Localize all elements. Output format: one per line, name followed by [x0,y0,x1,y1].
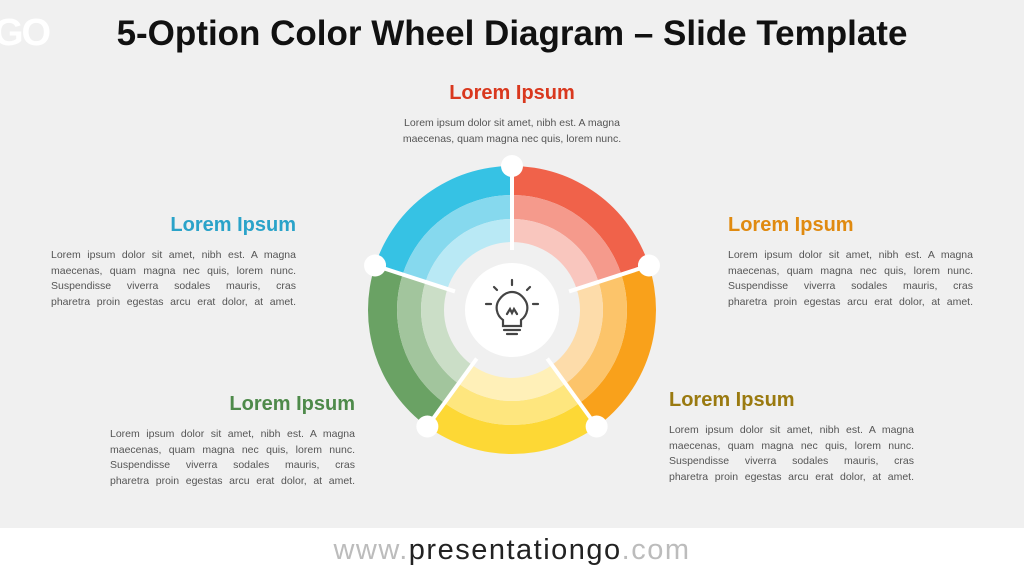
wheel-separator [545,357,600,430]
logo-fragment: GO [0,12,51,54]
color-wheel-diagram [364,155,660,454]
wheel-node-dot [364,254,387,277]
lightbulb-icon [484,278,540,336]
center-circle [465,263,559,357]
wheel-segment-green-ring-2 [397,274,459,404]
option-3-text: Lorem ipsum dolor sit amet, nibh est. A … [669,423,914,485]
wheel-segment-yellow-ring-1 [427,403,597,454]
footer-url-prefix: www. [333,534,409,566]
option-5-text: Lorem ipsum dolor sit amet, nibh est. A … [51,248,296,310]
wheel-segment-blue-ring-3 [425,219,512,289]
wheel-segment-green-ring-3 [421,281,473,384]
option-3-line-3: Suspendisse viverra sodales mauris, cras [669,455,914,467]
option-5-line-3: Suspendisse viverra sodales mauris, cras [51,280,296,292]
footer-url-suffix: .com [621,534,691,566]
wheel-separator [568,262,652,294]
option-1-heading: Lorem Ipsum [449,82,575,104]
option-1-line-1: Lorem ipsum dolor sit amet, nibh est. A … [404,117,620,129]
option-2-line-1: Lorem ipsum dolor sit amet, nibh est. A … [728,249,973,261]
option-4-line-3: Suspendisse viverra sodales mauris, cras [110,459,355,471]
wheel-segment-yellow-ring-2 [444,383,580,425]
option-3-heading: Lorem Ipsum [669,389,795,411]
wheel-segment-orange-ring-2 [565,274,627,404]
option-2-heading: Lorem Ipsum [728,214,854,236]
option-5-line-1: Lorem ipsum dolor sit amet, nibh est. A … [51,249,296,261]
wheel-segment-blue-ring-2 [402,195,512,282]
wheel-segment-yellow-ring-3 [458,365,566,402]
option-4-line-2: maecenas, quam magna nec quis, lorem nun… [110,443,355,456]
option-2-line-2: maecenas, quam magna nec quis, lorem nun… [728,264,973,277]
wheel-segment-green-ring-1 [368,265,445,427]
option-1-line-2: maecenas, quam magna nec quis, lorem nun… [402,132,622,145]
wheel-separator [372,262,456,294]
option-4-line-1: Lorem ipsum dolor sit amet, nibh est. A … [110,428,355,440]
wheel-segment-blue-ring-1 [375,166,512,275]
wheel-segment-red-ring-1 [512,166,649,275]
page-title: 5-Option Color Wheel Diagram – Slide Tem… [116,14,908,53]
option-5-line-2: maecenas, quam magna nec quis, lorem nun… [51,264,296,277]
footer-url[interactable]: www.presentationgo.com [0,534,1024,567]
option-3-line-1: Lorem ipsum dolor sit amet, nibh est. A … [669,424,914,436]
footer: www.presentationgo.com [0,528,1024,576]
footer-url-brand: presentationgo [408,534,622,566]
option-4-line-4: pharetra proin egestas arcu erat dolor, … [110,474,355,487]
wheel-node-dot [416,415,439,438]
wheel-node-dot [637,254,660,277]
wheel-segment-orange-ring-3 [551,281,603,384]
wheel-node-dot [501,155,523,177]
option-2-text: Lorem ipsum dolor sit amet, nibh est. A … [728,248,973,310]
option-4-heading: Lorem Ipsum [229,393,355,415]
option-3-line-4: pharetra proin egestas arcu erat dolor, … [669,470,914,483]
wheel-segment-orange-ring-1 [579,265,656,427]
wheel-segment-red-ring-2 [512,195,622,282]
option-3-line-2: maecenas, quam magna nec quis, lorem nun… [669,439,914,452]
option-2-line-3: Suspendisse viverra sodales mauris, cras [728,280,973,292]
option-5-line-4: pharetra proin egestas arcu erat dolor, … [51,295,296,308]
wheel-segment-red-ring-3 [512,219,599,289]
option-1-text: Lorem ipsum dolor sit amet, nibh est. A … [372,116,652,147]
wheel-node-dot [585,415,608,438]
wheel-separator [424,357,479,430]
option-4-text: Lorem ipsum dolor sit amet, nibh est. A … [110,427,355,489]
option-2-line-4: pharetra proin egestas arcu erat dolor, … [728,295,973,308]
option-5-heading: Lorem Ipsum [170,214,296,236]
